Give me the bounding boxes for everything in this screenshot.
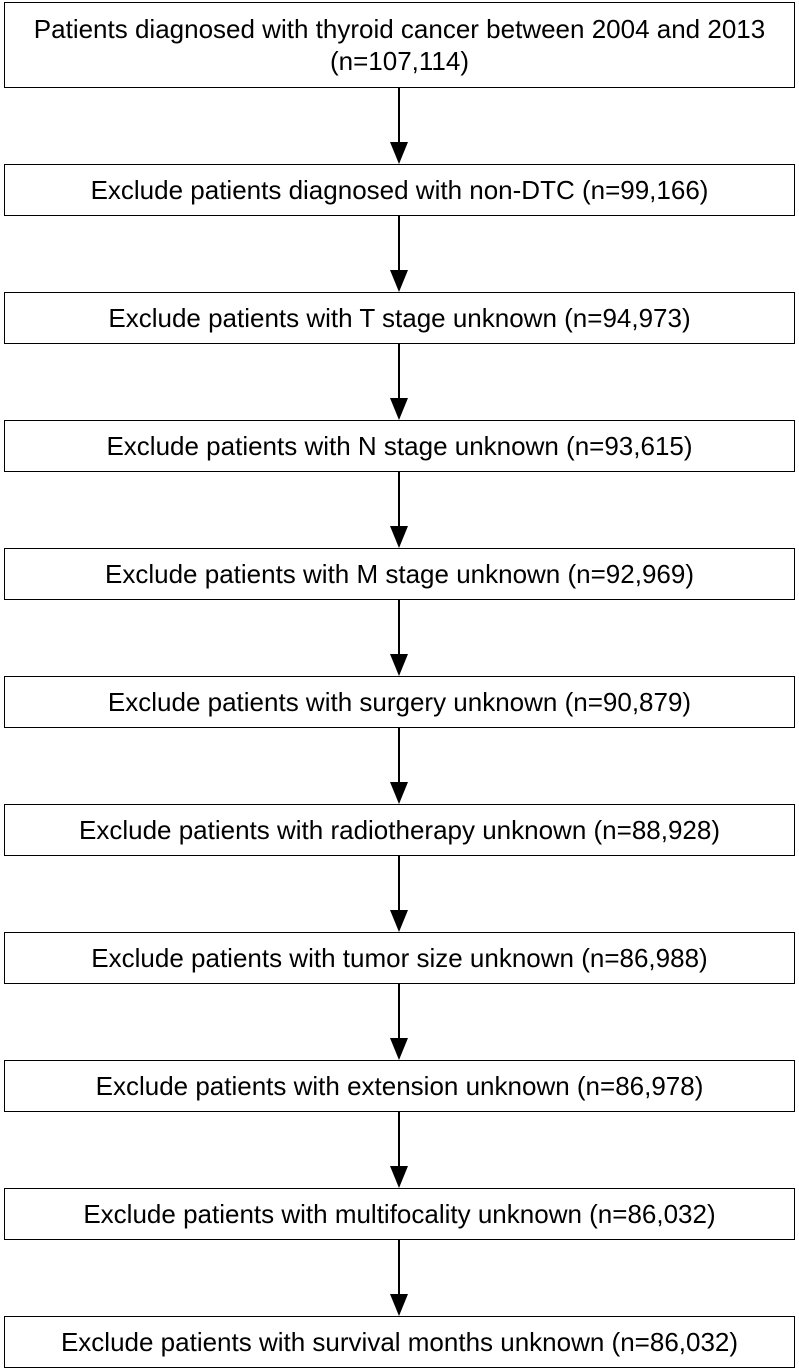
step-box-exclude-t-stage: Exclude patients with T stage unknown (n… [4,292,795,344]
step-box-exclude-radiotherapy: Exclude patients with radiotherapy unkno… [4,804,795,856]
step-box-exclude-non-dtc: Exclude patients diagnosed with non-DTC … [4,164,795,216]
step-label: Exclude patients with extension unknown … [95,1071,704,1101]
step-box-exclude-extension: Exclude patients with extension unknown … [4,1060,795,1112]
step-label: Exclude patients with T stage unknown (n… [108,303,691,333]
step-label: Exclude patients with tumor size unknown… [91,943,708,973]
step-label: Exclude patients with M stage unknown (n… [105,559,694,589]
step-label: Exclude patients with N stage unknown (n… [106,431,693,461]
step-box-initial-cohort: Patients diagnosed with thyroid cancer b… [4,2,795,88]
step-label: Patients diagnosed with thyroid cancer b… [33,14,766,76]
step-label: Exclude patients with surgery unknown (n… [107,687,692,717]
step-label: Exclude patients with survival months un… [60,1327,739,1357]
step-box-exclude-survival-months: Exclude patients with survival months un… [4,1316,795,1368]
step-label: Exclude patients with multifocality unkn… [83,1199,716,1229]
step-box-exclude-multifocality: Exclude patients with multifocality unkn… [4,1188,795,1240]
step-box-exclude-m-stage: Exclude patients with M stage unknown (n… [4,548,795,600]
step-label: Exclude patients with radiotherapy unkno… [78,815,720,845]
step-box-exclude-tumor-size: Exclude patients with tumor size unknown… [4,932,795,984]
step-label: Exclude patients diagnosed with non-DTC … [90,175,709,205]
step-box-exclude-n-stage: Exclude patients with N stage unknown (n… [4,420,795,472]
step-box-exclude-surgery: Exclude patients with surgery unknown (n… [4,676,795,728]
